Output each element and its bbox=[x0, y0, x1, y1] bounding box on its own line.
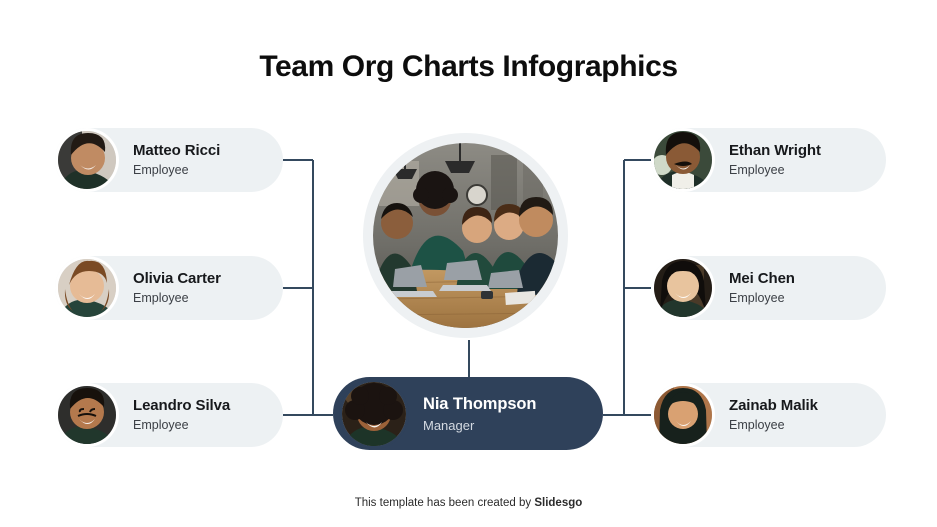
zainab-malik-avatar bbox=[654, 386, 712, 444]
org-card-leandro-silva[interactable]: Leandro Silva Employee bbox=[55, 383, 283, 447]
manager-name: Nia Thompson bbox=[423, 394, 537, 413]
org-card-ethan-wright[interactable]: Ethan Wright Employee bbox=[651, 128, 886, 192]
footer-text: This template has been created by bbox=[354, 497, 535, 509]
employee-name: Olivia Carter bbox=[133, 269, 221, 287]
person-portrait-icon bbox=[654, 259, 712, 317]
employee-name: Zainab Malik bbox=[729, 396, 818, 414]
employee-name: Leandro Silva bbox=[133, 396, 231, 414]
card-text: Ethan Wright Employee bbox=[729, 142, 821, 179]
ethan-wright-avatar bbox=[654, 131, 712, 189]
org-card-zainab-malik[interactable]: Zainab Malik Employee bbox=[651, 383, 886, 447]
employee-role: Employee bbox=[729, 418, 785, 433]
card-text: Mei Chen Employee bbox=[729, 270, 795, 307]
avatar-frame bbox=[651, 383, 715, 447]
hero-photo bbox=[373, 143, 558, 328]
avatar-frame bbox=[55, 128, 119, 192]
mei-chen-avatar bbox=[654, 259, 712, 317]
page-title: Team Org Charts Infographics bbox=[259, 50, 678, 83]
person-portrait-icon bbox=[654, 386, 712, 444]
employee-name: Ethan Wright bbox=[729, 141, 821, 159]
hero-photo-frame bbox=[363, 133, 568, 338]
card-text: Olivia Carter Employee bbox=[133, 270, 221, 307]
card-text: Leandro Silva Employee bbox=[133, 397, 230, 434]
person-portrait-icon bbox=[58, 259, 116, 317]
employee-name: Matteo Ricci bbox=[133, 141, 221, 159]
nia-thompson-avatar bbox=[342, 381, 406, 446]
employee-role: Employee bbox=[133, 163, 189, 178]
leandro-silva-avatar bbox=[58, 386, 116, 444]
org-card-matteo-ricci[interactable]: Matteo Ricci Employee bbox=[55, 128, 283, 192]
employee-role: Employee bbox=[133, 418, 189, 433]
employee-role: Employee bbox=[729, 291, 785, 306]
avatar-frame bbox=[55, 256, 119, 320]
employee-role: Employee bbox=[133, 291, 189, 306]
person-portrait-icon bbox=[342, 381, 406, 446]
person-portrait-icon bbox=[654, 131, 712, 189]
matteo-ricci-avatar bbox=[58, 131, 116, 189]
team-meeting-photo-icon bbox=[373, 143, 558, 328]
person-portrait-icon bbox=[58, 386, 116, 444]
org-card-olivia-carter[interactable]: Olivia Carter Employee bbox=[55, 256, 283, 320]
card-text: Matteo Ricci Employee bbox=[133, 142, 220, 179]
footer-credit: This template has been created by Slides… bbox=[0, 497, 937, 509]
olivia-carter-avatar bbox=[58, 259, 116, 317]
avatar-frame bbox=[55, 383, 119, 447]
person-portrait-icon bbox=[58, 131, 116, 189]
employee-role: Employee bbox=[729, 163, 785, 178]
footer-brand: Slidesgo bbox=[534, 497, 583, 509]
avatar-frame bbox=[339, 378, 409, 449]
avatar-frame bbox=[651, 256, 715, 320]
org-card-mei-chen[interactable]: Mei Chen Employee bbox=[651, 256, 886, 320]
org-card-nia-thompson[interactable]: Nia Thompson Manager bbox=[333, 377, 603, 450]
avatar-frame bbox=[651, 128, 715, 192]
card-text: Zainab Malik Employee bbox=[729, 397, 818, 434]
employee-name: Mei Chen bbox=[729, 269, 795, 287]
manager-role: Manager bbox=[423, 417, 475, 433]
card-text: Nia Thompson Manager bbox=[423, 394, 536, 433]
